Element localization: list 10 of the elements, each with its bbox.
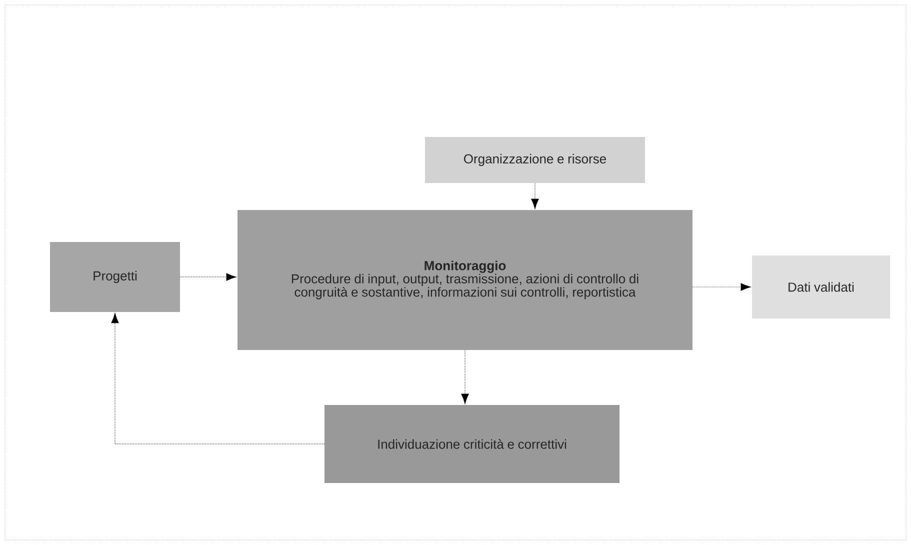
- arrow: [111, 313, 325, 444]
- arrow: [180, 273, 236, 281]
- process-box: Individuazione criticità e correttivi: [324, 404, 620, 483]
- process-box: Organizzazione e risorse: [425, 137, 645, 183]
- process-box: Monitoraggio Procedure di input, output, trasmissione, azioni di controllo di congruità e sostantive, informazioni sui controlli, reportistica: [238, 210, 692, 350]
- arrow: [692, 283, 751, 291]
- process-box: Progetti: [50, 242, 180, 312]
- arrow: [461, 350, 469, 404]
- process-box: Dati validati: [752, 256, 890, 318]
- arrow: [531, 182, 539, 209]
